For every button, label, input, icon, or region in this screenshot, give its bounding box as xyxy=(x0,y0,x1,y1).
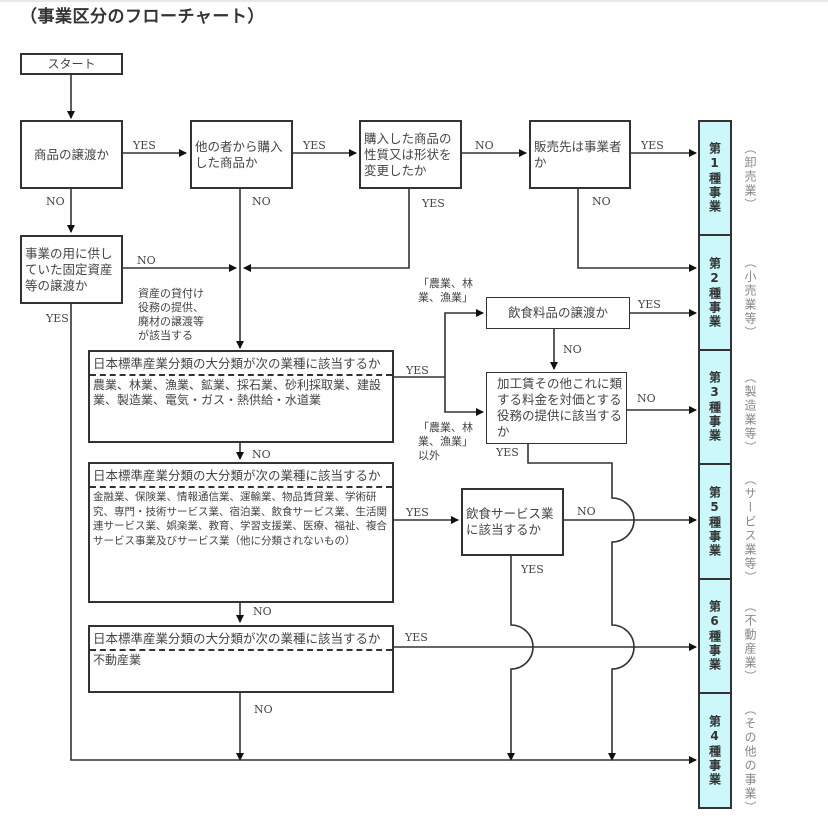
arrow-agri xyxy=(444,309,484,377)
arrow-changed-yes xyxy=(243,189,410,272)
category-3: 第3種事業 xyxy=(698,349,732,465)
note-agri: 「農業、林 業、漁業」 xyxy=(418,277,473,304)
start-label: スタート xyxy=(47,57,96,71)
category-6-sub: （不動産業） xyxy=(743,600,757,684)
line-restaurant-yes xyxy=(507,556,534,761)
no-label: NO xyxy=(637,392,656,405)
yes-label: YES xyxy=(406,364,429,377)
q-buyer-business-box: 販売先は事業者か xyxy=(529,120,631,189)
q-food-label: 飲食料品の譲渡か xyxy=(507,305,608,320)
q-goods-transfer-label: 商品の譲渡か xyxy=(33,146,109,162)
q-industry1-head: 日本標準産業分類の大分類が次の業種に該当するか xyxy=(90,352,392,376)
q-buyer-business-label: 販売先は事業者か xyxy=(534,138,622,170)
category-1: 第1種事業 xyxy=(698,120,732,236)
category-6: 第6種事業 xyxy=(698,578,732,694)
start-box: スタート xyxy=(20,53,123,75)
no-label: NO xyxy=(46,195,65,208)
q-goods-transfer-box: 商品の譲渡か xyxy=(20,120,123,189)
category-1-sub: （卸売業） xyxy=(743,142,757,212)
q-fixed-assets-label: 事業の用に供していた固定資産等の譲渡か xyxy=(25,245,113,293)
q-industry1-box: 日本標準産業分類の大分類が次の業種に該当するか 農業、林業、漁業、鉱業、採石業、… xyxy=(88,350,394,443)
q-industry2-box: 日本標準産業分類の大分類が次の業種に該当するか 金融業、保険業、情報通信業、運輸… xyxy=(88,462,394,603)
yes-label: YES xyxy=(638,298,661,311)
no-label: NO xyxy=(475,139,494,152)
yes-label: YES xyxy=(405,631,428,644)
category-5-label: 第5種事業 xyxy=(707,485,722,558)
q-purchased-label: 他の者から購入した商品か xyxy=(195,138,283,170)
q-fixed-assets-box: 事業の用に供していた固定資産等の譲渡か xyxy=(20,235,123,304)
category-1-label: 第1種事業 xyxy=(707,142,722,214)
q-changed-box: 購入した商品の性質又は形状を変更したか xyxy=(359,120,462,189)
yes-label: YES xyxy=(303,139,326,152)
top-divider xyxy=(0,0,828,2)
q-industry3-box: 日本標準産業分類の大分類が次の業種に該当するか 不動産業 xyxy=(88,625,394,693)
category-4-sub: （その他の事業） xyxy=(743,703,757,815)
yes-label: YES xyxy=(496,446,519,459)
category-4-label: 第4種事業 xyxy=(707,714,722,787)
q-purchased-box: 他の者から購入した商品か xyxy=(190,120,293,189)
arrow-buyer-no xyxy=(577,189,697,272)
q-processing-label: 加工賃その他これに類する料金を対価とする役務の提供に該当するか xyxy=(497,376,623,439)
category-3-label: 第3種事業 xyxy=(707,371,722,443)
category-5-sub: （サービス業等） xyxy=(743,473,757,585)
no-label: NO xyxy=(563,343,582,356)
category-3-sub: （製造業等） xyxy=(743,371,757,455)
category-5: 第5種事業 xyxy=(698,463,732,580)
no-label: NO xyxy=(253,605,272,618)
no-label: NO xyxy=(252,195,271,208)
q-industry3-head: 日本標準産業分類の大分類が次の業種に該当するか xyxy=(90,627,392,651)
arrow-fixed-yes xyxy=(70,304,697,764)
line-processing-yes xyxy=(527,444,635,761)
category-6-label: 第6種事業 xyxy=(707,600,722,672)
category-4: 第4種事業 xyxy=(698,692,732,809)
yes-label: YES xyxy=(46,312,69,325)
category-2-label: 第2種事業 xyxy=(707,256,722,329)
q-changed-label: 購入した商品の性質又は形状を変更したか xyxy=(364,130,452,178)
q-industry2-head: 日本標準産業分類の大分類が次の業種に該当するか xyxy=(90,464,392,488)
category-2: 第2種事業 xyxy=(698,234,732,351)
note-asset-lease: 資産の貸付け 役務の提供、 廃材の譲渡等 が該当する xyxy=(138,287,204,342)
no-label: NO xyxy=(254,703,273,716)
q-industry3-list: 不動産業 xyxy=(93,653,142,667)
q-industry2-list: 金融業、保険業、情報通信業、運輸業、物品賃貸業、学術研究、専門・技術サービス業、… xyxy=(93,491,387,547)
yes-label: YES xyxy=(422,197,445,210)
no-label: NO xyxy=(137,254,156,267)
note-non-agri: 「農業、林 業、漁業」 以外 xyxy=(418,421,473,462)
page-title: （事業区分のフローチャート） xyxy=(20,7,265,27)
no-label: NO xyxy=(577,505,596,518)
arrow-non-agri xyxy=(444,377,484,416)
no-label: NO xyxy=(252,448,271,461)
yes-label: YES xyxy=(521,563,544,576)
category-2-sub: （小売業等） xyxy=(743,256,757,340)
q-processing-box: 加工賃その他これに類する料金を対価とする役務の提供に該当するか xyxy=(486,372,627,444)
q-restaurant-box: 飲食サービス業に該当するか xyxy=(461,488,564,556)
yes-label: YES xyxy=(133,139,156,152)
q-food-box: 飲食料品の譲渡か xyxy=(486,297,630,329)
no-label: NO xyxy=(592,195,611,208)
q-restaurant-label: 飲食サービス業に該当するか xyxy=(466,506,554,537)
yes-label: YES xyxy=(406,506,429,519)
yes-label: YES xyxy=(641,139,664,152)
q-industry1-list: 農業、林業、漁業、鉱業、採石業、砂利採取業、建設業、製造業、電気・ガス・熱供給・… xyxy=(93,378,382,407)
